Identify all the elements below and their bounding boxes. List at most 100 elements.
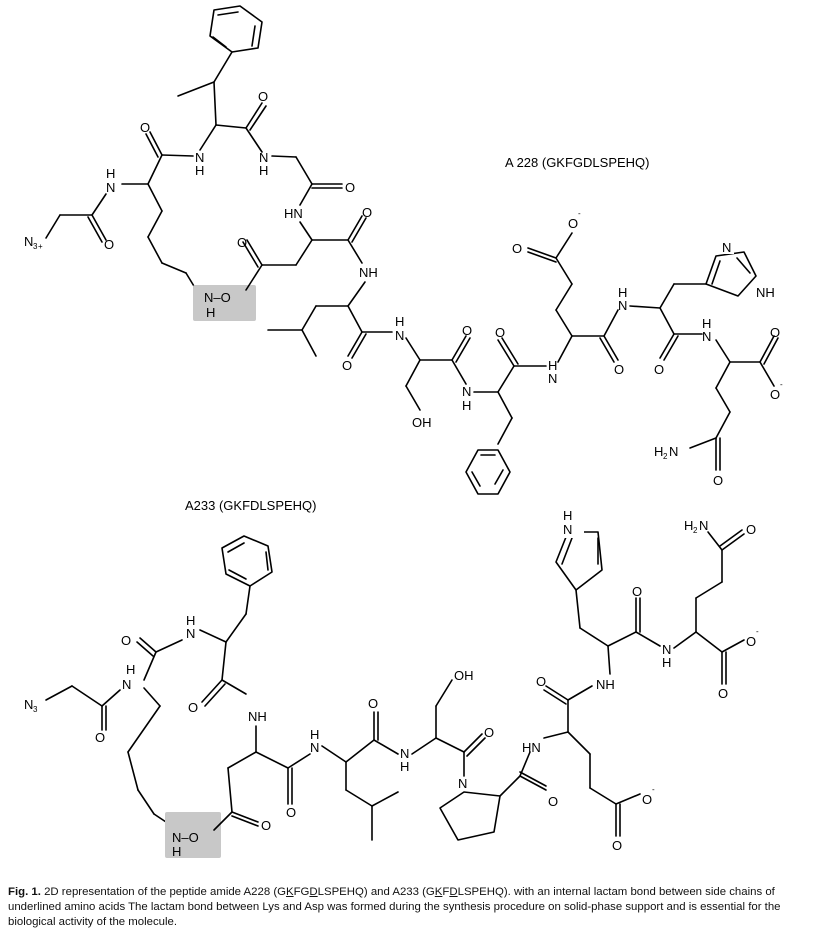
atom-o: O (770, 387, 780, 402)
atom-h: H (702, 316, 711, 331)
atom-o: O (286, 805, 296, 820)
atom-n: N (395, 328, 404, 343)
atom-h: H (186, 613, 195, 628)
atom-o: O (612, 838, 622, 853)
atom-h: H (172, 844, 181, 859)
atom-nh: NH (756, 285, 775, 300)
atom-nh: NH (248, 709, 267, 724)
atom-h: H (662, 655, 671, 670)
atom-o: O (345, 180, 355, 195)
figure-label: Fig. 1. (8, 886, 41, 898)
atom-n: N (400, 746, 409, 761)
atom-h: H (195, 163, 204, 178)
molecule-a233: A233 (GKFDLSPEHQ) N H O H N O N 3 N–O (24, 498, 759, 859)
atom-o: O (121, 633, 131, 648)
atom-n: N (662, 642, 671, 657)
atom-o: O (718, 686, 728, 701)
svg-text:-: - (578, 209, 581, 218)
atom-n: N (259, 150, 268, 165)
lactam-bond-highlight (165, 812, 221, 858)
atom-h: H (126, 662, 135, 677)
atom-o: O (188, 700, 198, 715)
atom-o: O (462, 323, 472, 338)
atom-h: H (259, 163, 268, 178)
atom-o: O (261, 818, 271, 833)
phenyl-ring (221, 535, 273, 587)
atom-hn: HN (284, 206, 303, 221)
atom-o: O (568, 216, 578, 231)
proline-ring (439, 791, 501, 841)
phenyl-ring (209, 5, 263, 53)
atom-n: N (195, 150, 204, 165)
lactam-n-o: N–O (204, 290, 231, 305)
atom-oh: OH (454, 668, 474, 683)
atom-o: O (642, 792, 652, 807)
svg-text:-: - (780, 380, 783, 389)
atom-h: H (462, 398, 471, 413)
lactam-bond-highlight (193, 285, 256, 321)
atom-o: O (140, 120, 150, 135)
atom-o: O (368, 696, 378, 711)
atom-o: O (342, 358, 352, 373)
atom-n3: N (24, 234, 33, 249)
atom-oh: OH (412, 415, 432, 430)
svg-text:N: N (699, 518, 708, 533)
atom-h: H (395, 314, 404, 329)
svg-text:N: N (669, 444, 678, 459)
imidazole-ring (705, 251, 757, 297)
atom-hn: HN (522, 740, 541, 755)
atom-n: N (462, 384, 471, 399)
atom-n: N (310, 740, 319, 755)
atom-nh: NH (596, 677, 615, 692)
svg-text:-: - (652, 785, 655, 794)
atom-o: O (484, 725, 494, 740)
atom-o: O (104, 237, 114, 252)
atom-h: H (310, 727, 319, 742)
svg-text:-: - (756, 627, 759, 636)
atom-o: O (548, 794, 558, 809)
molecule-a228: A 228 (GKFGDLSPEHQ) O N H N H O H N O N (24, 5, 783, 495)
atom-o: O (95, 730, 105, 745)
figure-caption: Fig. 1. 2D representation of the peptide… (8, 886, 781, 928)
atom-n: N (122, 677, 131, 692)
atom-h: H (548, 358, 557, 373)
atom-o: O (654, 362, 664, 377)
atom-o: O (495, 325, 505, 340)
atom-nh: NH (359, 265, 378, 280)
atom-o: O (614, 362, 624, 377)
atom-n: N (702, 329, 711, 344)
atom-o: O (258, 89, 268, 104)
atom-n: N (186, 626, 195, 641)
peptide-structures-diagram: A 228 (GKFGDLSPEHQ) O N H N H O H N O N (24, 5, 783, 859)
atom-h: H (400, 759, 409, 774)
atom-o: O (632, 584, 642, 599)
molecule-a233-label: A233 (GKFDLSPEHQ) (185, 498, 317, 513)
atom-h2n: H (654, 444, 663, 459)
atom-h: H (206, 305, 215, 320)
atom-o: O (746, 522, 756, 537)
atom-n: N (548, 371, 557, 386)
svg-text:+: + (38, 242, 43, 251)
atom-o: O (713, 473, 723, 488)
atom-h: H (106, 166, 115, 181)
svg-text:3: 3 (33, 705, 38, 714)
atom-h2n: H (684, 518, 693, 533)
atom-n: N (618, 298, 627, 313)
molecule-a228-label: A 228 (GKFGDLSPEHQ) (505, 155, 650, 170)
atom-h: H (618, 285, 627, 300)
atom-o: O (746, 634, 756, 649)
lactam-n-o: N–O (172, 830, 199, 845)
atom-n: N (106, 180, 115, 195)
atom-o: O (362, 205, 372, 220)
svg-text:2: 2 (663, 452, 668, 461)
phenyl-ring (465, 449, 511, 495)
atom-h: H (563, 508, 572, 523)
atom-o: O (770, 325, 780, 340)
atom-n: N (722, 240, 731, 255)
svg-text:2: 2 (693, 526, 698, 535)
atom-o: O (237, 235, 247, 250)
atom-n: N (458, 776, 467, 791)
atom-n: N (563, 522, 572, 537)
atom-n3: N (24, 697, 33, 712)
svg-text:3: 3 (33, 242, 38, 251)
